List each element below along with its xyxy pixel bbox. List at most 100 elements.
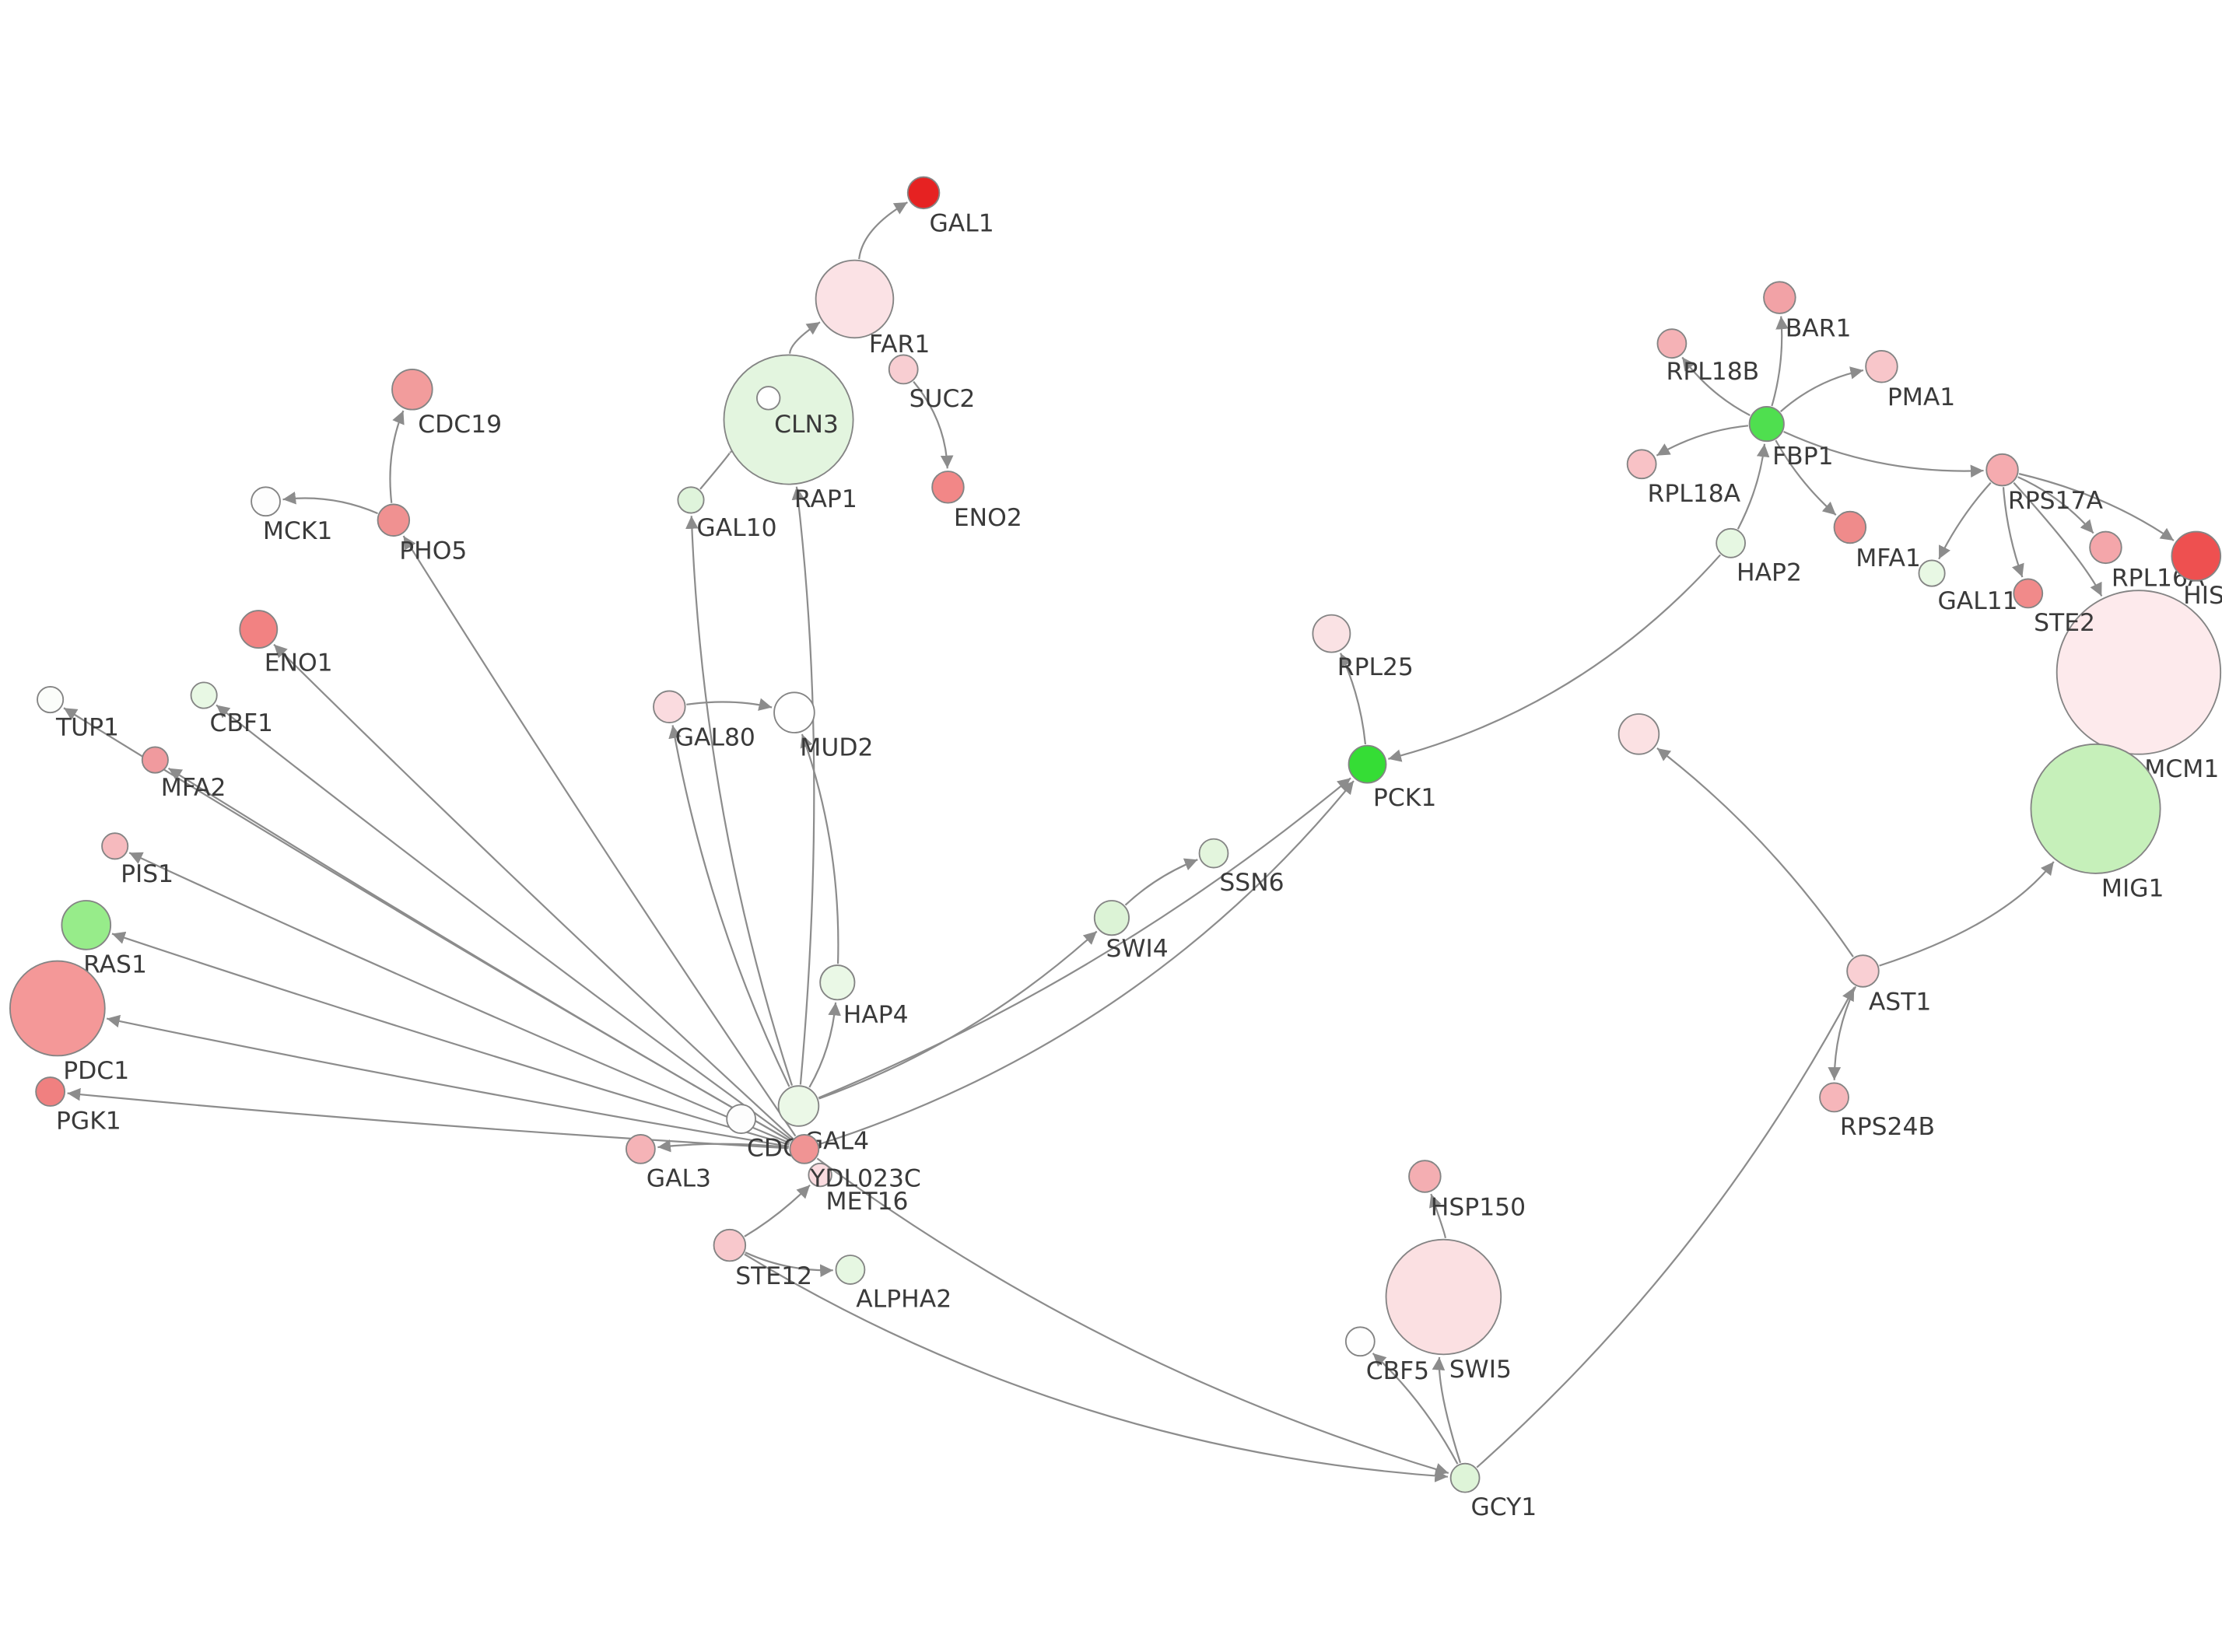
edge-YDL023C-ENO1[interactable] [273,643,794,1139]
edge-YDL023C-GAL3[interactable] [657,1139,789,1153]
node-CLN3[interactable] [756,386,781,411]
node-GAL4[interactable] [777,1085,820,1127]
edge-HAP2-PCK1[interactable] [1388,554,1721,762]
node-RPS17A[interactable] [1985,453,2019,487]
edge-FBP1-RPS17A[interactable] [1783,431,1984,478]
node-SWI4[interactable] [1093,900,1130,936]
node-PIS1[interactable] [101,832,129,860]
edge-FAR1-GAL1[interactable] [858,201,908,260]
edge-STE12-MET16[interactable] [744,1184,811,1237]
node-GAL3[interactable] [626,1134,656,1164]
node-HIS4[interactable] [2171,530,2222,582]
node-RAS1[interactable] [61,900,112,950]
edge-AST1-MIG1[interactable] [1879,861,2055,967]
node-FAR1[interactable] [815,259,895,339]
node-RPL18A[interactable] [1626,449,1657,480]
edge-RPS17A-MCM1[interactable] [2013,481,2103,597]
edge-GCY1-CBF5[interactable] [1372,1353,1459,1465]
node-MET16[interactable] [808,1162,832,1188]
edge-AST1-unnamed[interactable] [1656,747,1854,957]
edge-GAL4-GAL10[interactable] [685,516,794,1086]
node-YDL023C[interactable] [789,1134,820,1164]
edge-YDL023C-PGK1[interactable] [67,1087,789,1150]
node-RPL25[interactable] [1312,614,1351,653]
edge-YDL023C-GCY1[interactable] [816,1157,1449,1476]
edge-RPS17A-GAL11[interactable] [1938,481,1992,560]
node-PHO5[interactable] [377,503,411,537]
node-CBF1[interactable] [190,681,218,709]
edge-FBP1-RPL18A[interactable] [1656,425,1749,457]
edge-FBP1-PMA1[interactable] [1779,366,1864,413]
node-BAR1[interactable] [1763,281,1796,314]
node-GAL11[interactable] [1918,559,1946,587]
edge-GAL80-MUD2[interactable] [686,698,773,711]
edge-YDL023C-PCK1[interactable] [818,780,1355,1146]
node-RPS24B[interactable] [1819,1082,1849,1113]
edge-YDL023C-MFA2[interactable] [167,767,791,1143]
node-MFA1[interactable] [1833,510,1867,544]
edge-HAP4-MUD2[interactable] [800,733,839,964]
node-MCM1[interactable] [2056,590,2222,755]
edge-HAP2-FBP1[interactable] [1737,443,1770,530]
node-CDC19[interactable] [391,369,433,411]
edge-YDL023C-PIS1[interactable] [128,852,790,1144]
node-MCK1[interactable] [251,486,281,517]
edge-FBP1-MFA1[interactable] [1775,439,1837,516]
edge-FBP1-BAR1[interactable] [1771,316,1789,407]
node-FBP1[interactable] [1748,406,1785,443]
node-HAP2[interactable] [1716,527,1746,558]
edge-GAL4-PCK1[interactable] [818,777,1351,1099]
edge-PHO5-CDC19[interactable] [389,410,405,503]
node-HSP150[interactable] [1408,1160,1442,1193]
edge-YDL023C-PHO5[interactable] [402,535,797,1137]
edge-YDL023C-CBF1[interactable] [216,704,793,1141]
edge-GCY1-SWI5[interactable] [1432,1356,1462,1464]
node-ALPHA2[interactable] [835,1255,866,1285]
edge-SWI5-HSP150[interactable] [1429,1193,1446,1238]
edge-RPS17A-STE2[interactable] [2002,487,2024,578]
edge-RPS17A-HIS4[interactable] [2018,473,2175,541]
node-GAL80[interactable] [653,690,686,724]
edge-SUC2-ENO2[interactable] [913,380,954,469]
edge-GAL4-GAL80[interactable] [668,725,790,1087]
edge-GCY1-AST1[interactable] [1476,987,1856,1468]
edge-RAP1-FAR1[interactable] [789,321,821,354]
node-ENO1[interactable] [239,610,279,649]
edge-STE12-ALPHA2[interactable] [745,1251,833,1277]
edge-FBP1-RPL18B[interactable] [1681,356,1751,416]
node-RAP1[interactable] [723,354,854,485]
edge-YDL023C-PDC1[interactable] [106,1014,790,1148]
node-RPL16A[interactable] [2089,530,2122,565]
node-RPL18B[interactable] [1656,328,1688,359]
node-AST1[interactable] [1846,954,1880,988]
node-CDC6[interactable] [726,1104,756,1135]
node-CBF5[interactable] [1344,1326,1376,1357]
node-MUD2[interactable] [773,691,815,733]
edge-GAL10-RAP1[interactable] [699,440,745,490]
node-STE2[interactable] [2013,578,2044,609]
node-SWI5[interactable] [1385,1238,1502,1356]
node-TUP1[interactable] [37,686,65,714]
node-PGK1[interactable] [35,1076,65,1107]
node-PDC1[interactable] [9,960,106,1057]
node-MFA2[interactable] [141,746,169,774]
node-SUC2[interactable] [888,354,919,385]
edge-RPS17A-RPL16A[interactable] [2017,476,2094,534]
edge-AST1-RPS24B[interactable] [1828,985,1857,1080]
node-unnamed[interactable] [1617,713,1660,755]
node-HAP4[interactable] [819,964,856,1001]
node-GCY1[interactable] [1449,1462,1481,1493]
node-MIG1[interactable] [2030,743,2161,874]
edge-YDL023C-RAS1[interactable] [111,931,790,1146]
node-PCK1[interactable] [1348,744,1387,784]
node-PMA1[interactable] [1865,350,1898,383]
node-GAL10[interactable] [677,486,705,514]
edge-GAL4-HAP4[interactable] [808,1002,841,1088]
node-ENO2[interactable] [931,471,965,504]
node-STE12[interactable] [713,1228,747,1262]
node-SSN6[interactable] [1198,838,1229,869]
node-GAL1[interactable] [906,176,941,210]
edge-PCK1-RPL25[interactable] [1340,653,1367,745]
edge-SWI4-SSN6[interactable] [1124,858,1198,906]
